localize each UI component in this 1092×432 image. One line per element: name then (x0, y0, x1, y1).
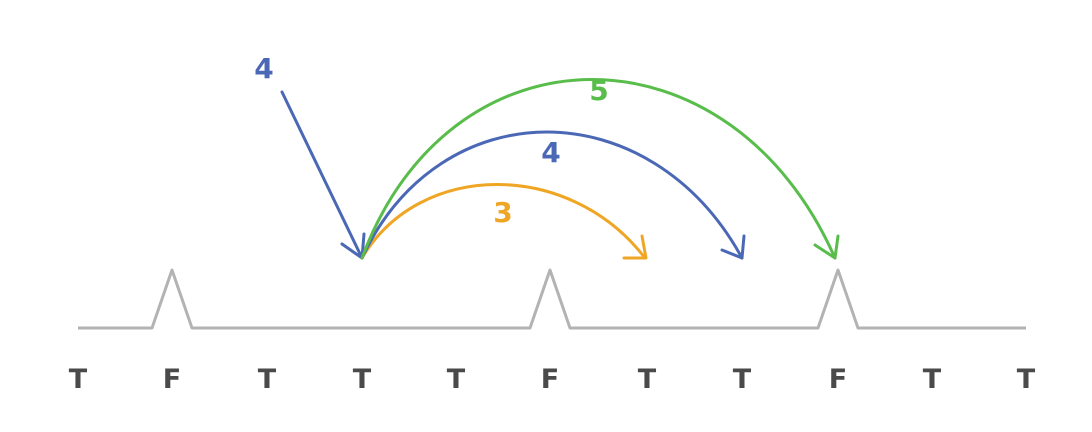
tick-label: F (829, 364, 847, 395)
incoming-jump-arrow (280, 90, 366, 260)
jump-arc-5 (360, 78, 840, 260)
tick-label: F (163, 364, 181, 395)
tick-label: T (258, 364, 277, 395)
tick-label: T (353, 364, 372, 395)
tick-label: T (638, 364, 657, 395)
tick-labels: T F T T T F T T F T T (69, 364, 1036, 395)
tick-label: F (541, 364, 559, 395)
tick-label: T (1017, 364, 1036, 395)
tick-label: T (733, 364, 752, 395)
jump-arc-4 (360, 130, 746, 260)
incoming-jump-label: 4 (254, 52, 273, 85)
jump-label-4: 4 (541, 136, 560, 169)
tick-label: T (69, 364, 88, 395)
tick-label: T (447, 364, 466, 395)
tick-label: T (923, 364, 942, 395)
jump-label-3: 3 (493, 196, 512, 229)
jump-label-5: 5 (589, 74, 608, 107)
jump-arc-3 (360, 183, 648, 260)
track-line (78, 268, 1026, 330)
